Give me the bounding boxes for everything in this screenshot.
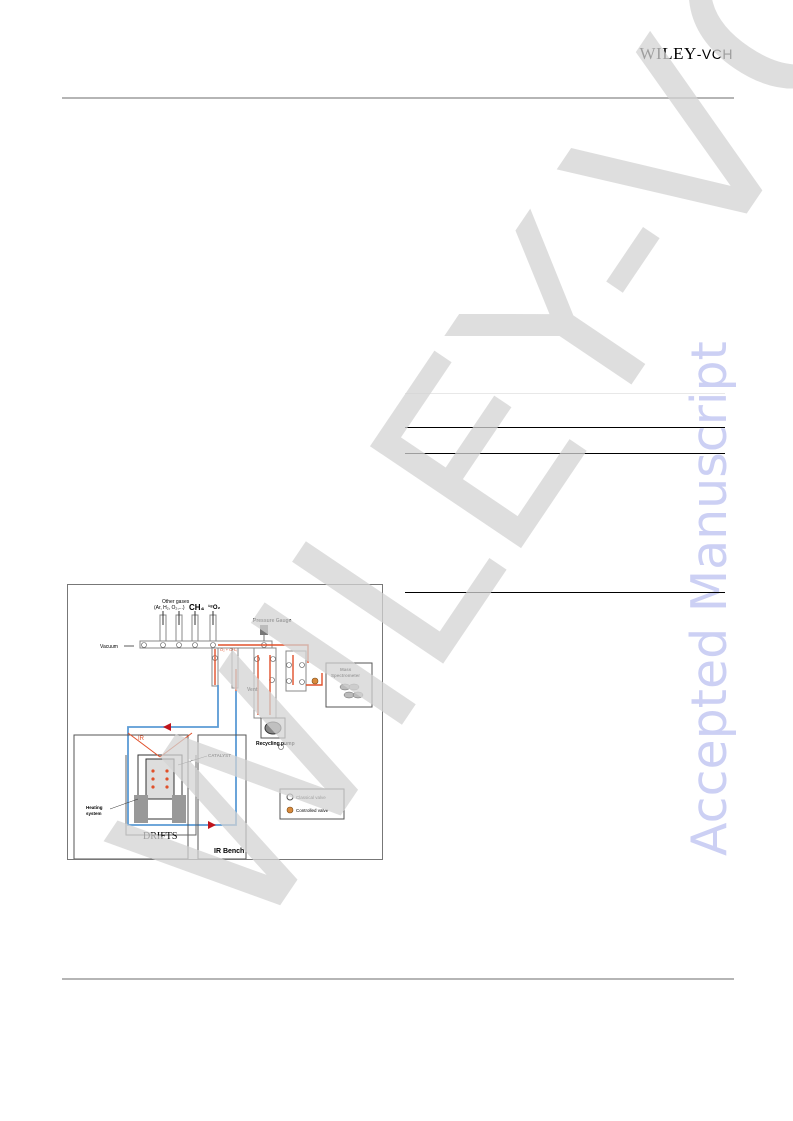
column-left bbox=[211, 647, 219, 687]
label-o2: ¹⁸O₂ bbox=[208, 604, 221, 611]
header-rule bbox=[62, 97, 734, 99]
setup-diagram: Other gases (Ar, H₂, O₂,...) CH₄ ¹⁸O₂ Va… bbox=[73, 599, 373, 859]
heating-pointer bbox=[109, 798, 139, 810]
drifts-right-panel bbox=[197, 734, 247, 859]
publisher-sub: -VCH bbox=[696, 46, 733, 62]
publisher-main: WILEY bbox=[639, 44, 697, 63]
label-other-gases-list: (Ar, H₂, O₂,...) bbox=[154, 605, 185, 611]
footer-rule bbox=[62, 978, 734, 980]
heating-dots bbox=[151, 769, 169, 789]
label-heating: Heating bbox=[86, 805, 103, 810]
recycling-pump-icon bbox=[264, 721, 282, 735]
controlled-valve bbox=[311, 677, 319, 685]
catalyst-holder bbox=[145, 758, 175, 800]
side-watermark-text: Accepted Manuscript bbox=[681, 341, 738, 856]
label-pressure-gauge: Pressure Gauge bbox=[253, 618, 292, 624]
table-header-rule bbox=[405, 453, 725, 454]
ms-detector-icon bbox=[339, 683, 364, 699]
setup-diagram-figure: Other gases (Ar, H₂, O₂,...) CH₄ ¹⁸O₂ Va… bbox=[67, 584, 383, 860]
legend-box bbox=[279, 788, 345, 820]
column-vent bbox=[231, 647, 239, 689]
inlet-tubes bbox=[159, 611, 217, 642]
label-other-gases: Other gases bbox=[162, 599, 190, 605]
flow-arrow-top bbox=[163, 723, 171, 731]
ir-beam bbox=[127, 732, 193, 758]
label-vacuum: Vacuum bbox=[100, 644, 118, 650]
publisher-logo: WILEY-VCH bbox=[640, 44, 734, 64]
label-drifts: DRIFTS bbox=[143, 831, 177, 842]
ir-loop bbox=[127, 685, 237, 826]
label-flow: O₂ + CH₄ bbox=[220, 647, 237, 652]
gas-flow-path bbox=[214, 644, 323, 715]
catalyst-pointer bbox=[177, 755, 208, 766]
table-top-rule bbox=[405, 427, 725, 428]
accepted-manuscript-watermark: Accepted Manuscript bbox=[681, 341, 741, 856]
label-mass: Mass bbox=[340, 667, 352, 672]
label-ch4: CH₄ bbox=[189, 603, 205, 612]
heater-right bbox=[172, 795, 186, 823]
label-ir: IR bbox=[138, 736, 145, 742]
table-faint-rule bbox=[405, 393, 725, 394]
legend-controlled-label: Controlled valve bbox=[296, 808, 329, 813]
label-system: system bbox=[86, 811, 102, 816]
heater-left bbox=[134, 795, 148, 823]
pressure-gauge bbox=[260, 625, 268, 635]
drifts-housing bbox=[125, 755, 197, 836]
label-recycling-pump: Recycling pump bbox=[256, 741, 295, 747]
label-spectrometer: Spectrometer bbox=[331, 673, 360, 678]
legend-classical-icon bbox=[286, 793, 294, 801]
legend-classical-label: Classical valve bbox=[296, 795, 326, 800]
table-bottom-rule bbox=[405, 592, 725, 593]
flow-arrow-bottom bbox=[208, 821, 216, 829]
label-vent: Vent bbox=[247, 687, 258, 693]
label-catalyst: CATALYST bbox=[208, 753, 231, 758]
column-ms bbox=[285, 650, 307, 692]
legend-controlled-icon bbox=[286, 806, 294, 814]
label-ir-bench: IR Bench bbox=[214, 848, 244, 855]
